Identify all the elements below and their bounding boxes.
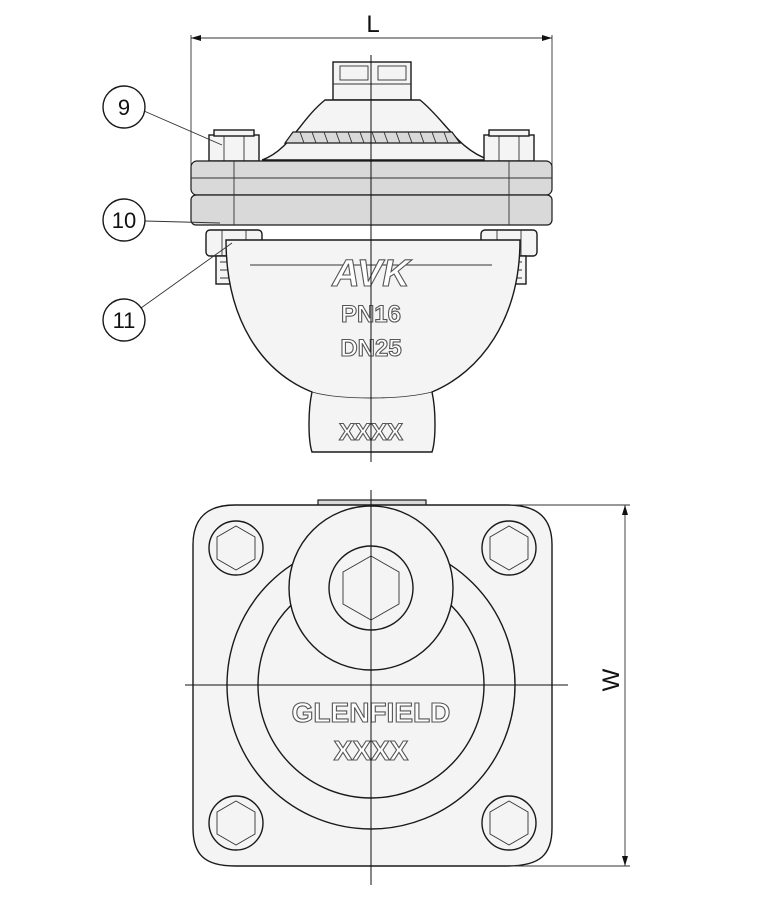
dimension-w-label: W <box>598 668 625 691</box>
bolt-hole-top-right <box>481 520 537 576</box>
valve-body-bowl <box>225 239 521 453</box>
callout-11: 11 <box>102 242 233 342</box>
bottom-view: GLENFIELD XXXX W <box>185 490 630 885</box>
callout-10-number: 10 <box>112 208 136 233</box>
bolt-hole-top-left <box>208 520 264 576</box>
dimension-w: W <box>510 504 630 867</box>
cover-serrations <box>299 131 449 144</box>
bolt-head-right <box>483 129 535 162</box>
dimension-l: L <box>190 11 553 170</box>
brand-mark: AVK <box>331 253 412 295</box>
bolt-head-left <box>208 129 260 162</box>
callout-10: 10 <box>102 198 221 242</box>
bolt-hole-bottom-right <box>481 795 537 851</box>
callout-11-number: 11 <box>113 308 136 333</box>
callout-9-number: 9 <box>118 95 130 120</box>
cover-ring <box>283 131 462 144</box>
bolt-hole-bottom-left <box>208 795 264 851</box>
callout-9: 9 <box>102 85 223 146</box>
front-view: L <box>102 11 553 462</box>
dimension-l-label: L <box>366 11 379 38</box>
cover-dome <box>261 99 491 161</box>
top-hex-cap <box>332 61 412 101</box>
